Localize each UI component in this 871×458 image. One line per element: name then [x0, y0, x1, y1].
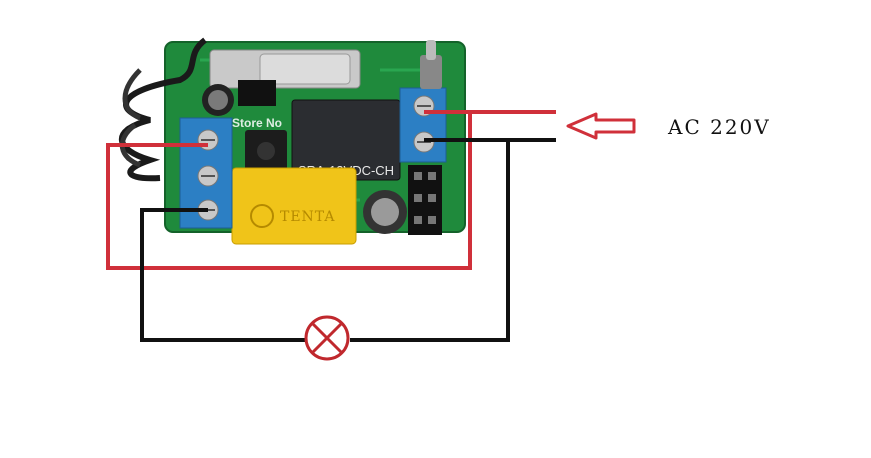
capacitor-label: TENTA — [280, 209, 336, 225]
ic-chip — [238, 80, 276, 106]
store-watermark: Store No — [232, 116, 282, 130]
power-terminal-block — [399, 87, 447, 163]
antenna-coil — [118, 37, 207, 182]
large-capacitor — [363, 190, 407, 234]
toggle-switch — [420, 40, 442, 89]
arrow-left-outline-icon — [566, 112, 636, 140]
lamp-icon — [304, 315, 350, 361]
neutral-wire-return — [350, 140, 510, 342]
small-capacitor — [202, 84, 234, 116]
learn-button — [245, 130, 287, 172]
load-wire — [140, 208, 305, 342]
jumper-pins — [408, 165, 442, 235]
voltage-label: AC 220V — [667, 115, 771, 139]
live-wire-loop — [106, 112, 472, 270]
x-capacitor: TENTA — [231, 167, 357, 245]
